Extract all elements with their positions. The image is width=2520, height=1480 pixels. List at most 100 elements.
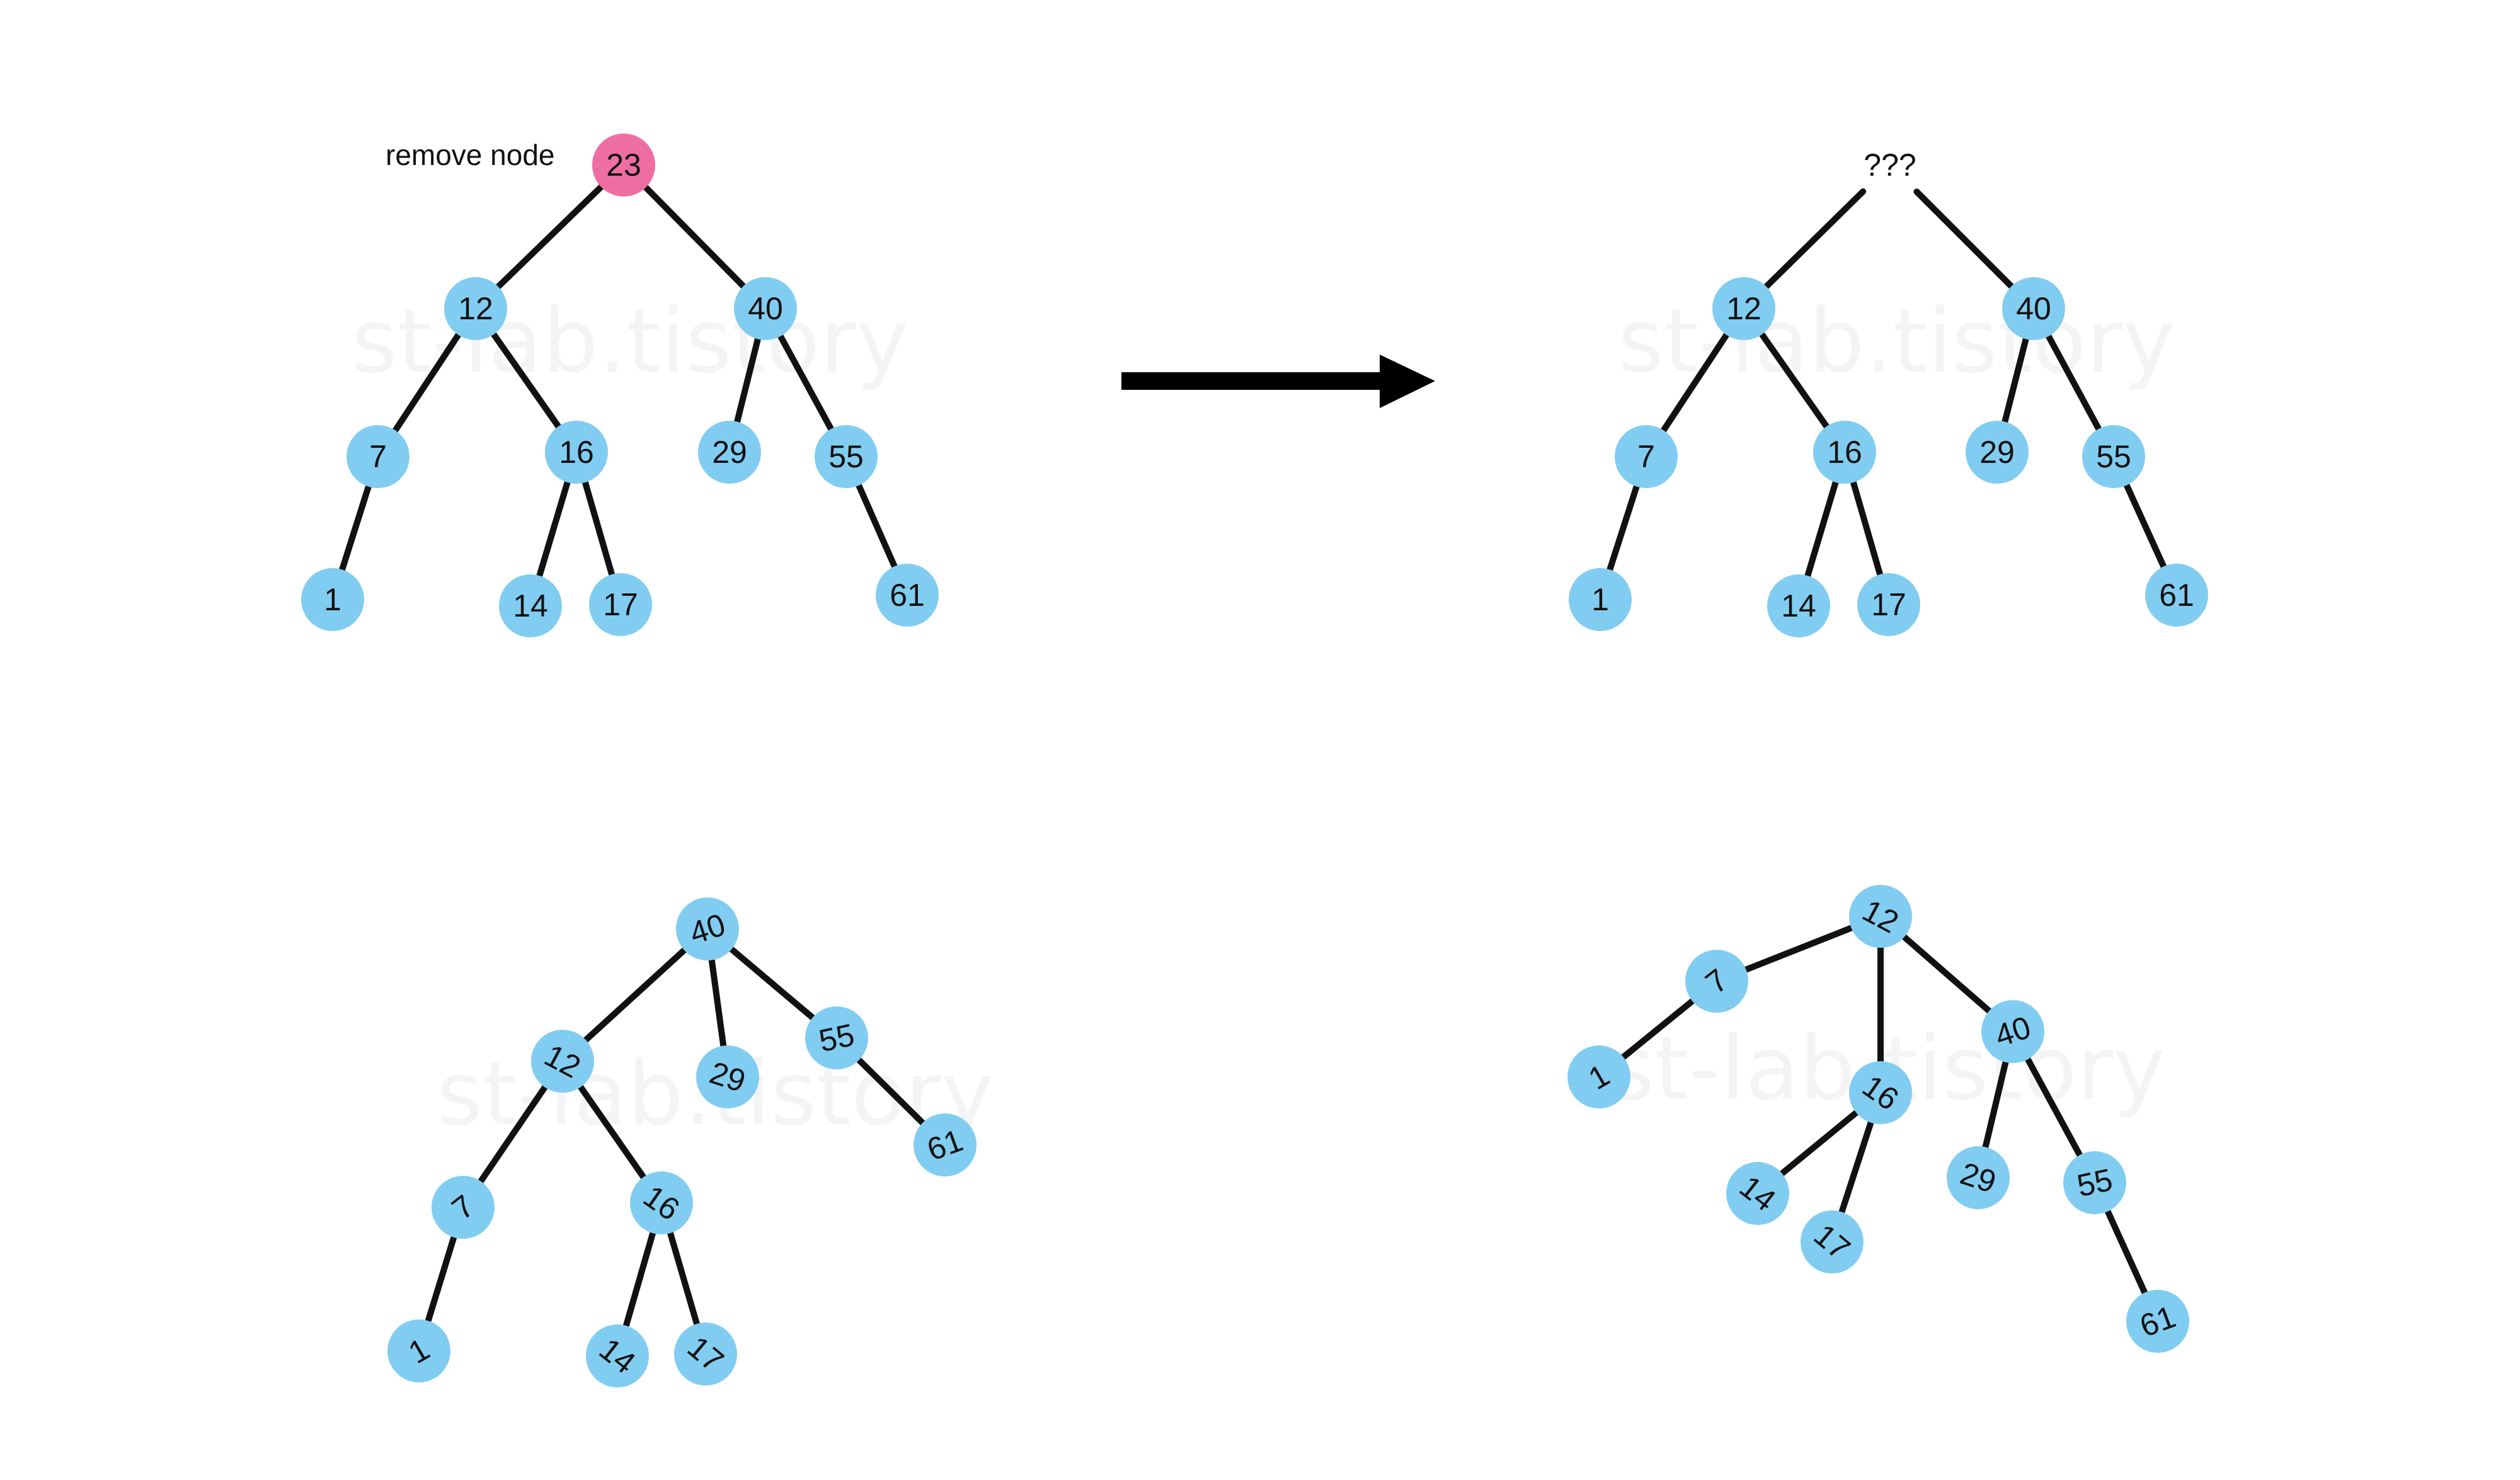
node-circle bbox=[1567, 1045, 1630, 1108]
node-circle bbox=[630, 1171, 693, 1234]
node-circle bbox=[387, 1319, 450, 1382]
node-23: 23 bbox=[592, 134, 655, 196]
node-29: 29 bbox=[1966, 421, 2029, 484]
node-label: 16 bbox=[1827, 435, 1862, 470]
node-label: 61 bbox=[2159, 578, 2194, 613]
node-circle bbox=[1615, 425, 1678, 488]
removed-node-circle bbox=[592, 134, 655, 196]
node-label: 1 bbox=[324, 582, 341, 617]
node-circle bbox=[876, 564, 939, 627]
node-17: 17 bbox=[674, 1323, 737, 1386]
node-circle bbox=[805, 1006, 868, 1069]
node-circle bbox=[914, 1113, 976, 1176]
node-40: 40 bbox=[1981, 1000, 2044, 1063]
node-label: 14 bbox=[513, 588, 548, 623]
unknown-root-node: ??? bbox=[1864, 147, 1916, 183]
node-17: 17 bbox=[589, 573, 652, 636]
node-16: 16 bbox=[1813, 421, 1876, 484]
node-circle bbox=[696, 1045, 759, 1108]
node-12: 12 bbox=[444, 277, 507, 340]
node-label: 40 bbox=[2016, 291, 2051, 326]
node-55: 55 bbox=[805, 1006, 868, 1069]
node-circle bbox=[1849, 885, 1912, 948]
node-29: 29 bbox=[696, 1045, 759, 1108]
node-29: 29 bbox=[1947, 1146, 2010, 1209]
node-circle bbox=[499, 574, 562, 637]
node-1: 1 bbox=[301, 568, 364, 631]
node-circle bbox=[444, 277, 507, 340]
node-circle bbox=[1849, 1061, 1912, 1124]
node-61: 61 bbox=[914, 1113, 976, 1176]
node-label: 7 bbox=[369, 439, 387, 474]
node-label: 23 bbox=[606, 147, 641, 183]
node-circle bbox=[815, 425, 878, 488]
node-7: 7 bbox=[346, 425, 410, 488]
node-40: 40 bbox=[676, 897, 739, 960]
node-label: 14 bbox=[1781, 588, 1816, 623]
node-circle bbox=[432, 1176, 495, 1239]
node-circle bbox=[1947, 1146, 2010, 1209]
node-40: 40 bbox=[734, 277, 797, 340]
node-circle bbox=[1726, 1162, 1789, 1225]
node-label: 12 bbox=[458, 291, 493, 326]
node-label: 16 bbox=[559, 435, 594, 470]
node-16: 16 bbox=[545, 421, 608, 484]
node-circle bbox=[346, 425, 410, 488]
node-circle bbox=[545, 421, 608, 484]
node-14: 14 bbox=[1767, 574, 1830, 637]
node-12: 12 bbox=[531, 1030, 594, 1093]
node-circle bbox=[586, 1324, 649, 1387]
node-1: 1 bbox=[1569, 568, 1632, 631]
node-circle bbox=[1966, 421, 2029, 484]
node-circle bbox=[1712, 277, 1775, 340]
node-label: 55 bbox=[2096, 439, 2131, 474]
node-circle bbox=[2145, 564, 2208, 627]
node-circle bbox=[1685, 950, 1748, 1013]
node-circle bbox=[1569, 568, 1632, 631]
arrow-shaft bbox=[1121, 372, 1386, 390]
node-circle bbox=[676, 897, 739, 960]
node-circle bbox=[2126, 1290, 2189, 1353]
node-16: 16 bbox=[630, 1171, 693, 1234]
node-label: 29 bbox=[712, 435, 747, 470]
node-circle bbox=[1981, 1000, 2044, 1063]
remove-node-label: remove node bbox=[386, 139, 555, 171]
watermark-top-right: st-lab.tistory bbox=[1618, 290, 2175, 393]
watermark-top-left: st-lab.tistory bbox=[352, 290, 908, 393]
original-tree: 23 12 40 7 16 29 55 1 14 17 61 bbox=[301, 134, 939, 637]
tree-without-root: ??? 12 40 7 16 29 55 1 14 17 61 bbox=[1569, 147, 2208, 637]
node-circle bbox=[1767, 574, 1830, 637]
node-circle bbox=[1801, 1210, 1864, 1273]
node-40: 40 bbox=[2002, 277, 2065, 340]
node-circle bbox=[2002, 277, 2065, 340]
node-17: 17 bbox=[1801, 1210, 1864, 1273]
node-label: 29 bbox=[1979, 435, 2015, 470]
edge-40-12 bbox=[559, 926, 711, 1064]
node-61: 61 bbox=[2126, 1290, 2189, 1353]
transition-arrow bbox=[1121, 355, 1435, 408]
node-circle bbox=[301, 568, 364, 631]
node-61: 61 bbox=[876, 564, 939, 627]
node-label: 17 bbox=[603, 587, 638, 622]
node-7: 7 bbox=[432, 1176, 495, 1239]
unknown-root-label: ??? bbox=[1864, 147, 1916, 183]
node-label: 55 bbox=[828, 439, 864, 474]
node-55: 55 bbox=[2082, 425, 2145, 488]
node-circle bbox=[589, 573, 652, 636]
node-label: 7 bbox=[1637, 439, 1655, 474]
node-circle bbox=[1857, 573, 1920, 636]
node-circle bbox=[1813, 421, 1876, 484]
node-circle bbox=[2082, 425, 2145, 488]
node-circle bbox=[698, 421, 761, 484]
node-label: 55 bbox=[816, 1017, 857, 1059]
node-61: 61 bbox=[2145, 564, 2208, 627]
node-14: 14 bbox=[586, 1324, 649, 1387]
node-12: 12 bbox=[1712, 277, 1775, 340]
node-circle bbox=[734, 277, 797, 340]
node-7: 7 bbox=[1685, 950, 1748, 1013]
node-circle bbox=[674, 1323, 737, 1386]
node-label: 17 bbox=[1871, 587, 1906, 622]
node-55: 55 bbox=[2063, 1151, 2126, 1214]
node-16: 16 bbox=[1849, 1061, 1912, 1124]
